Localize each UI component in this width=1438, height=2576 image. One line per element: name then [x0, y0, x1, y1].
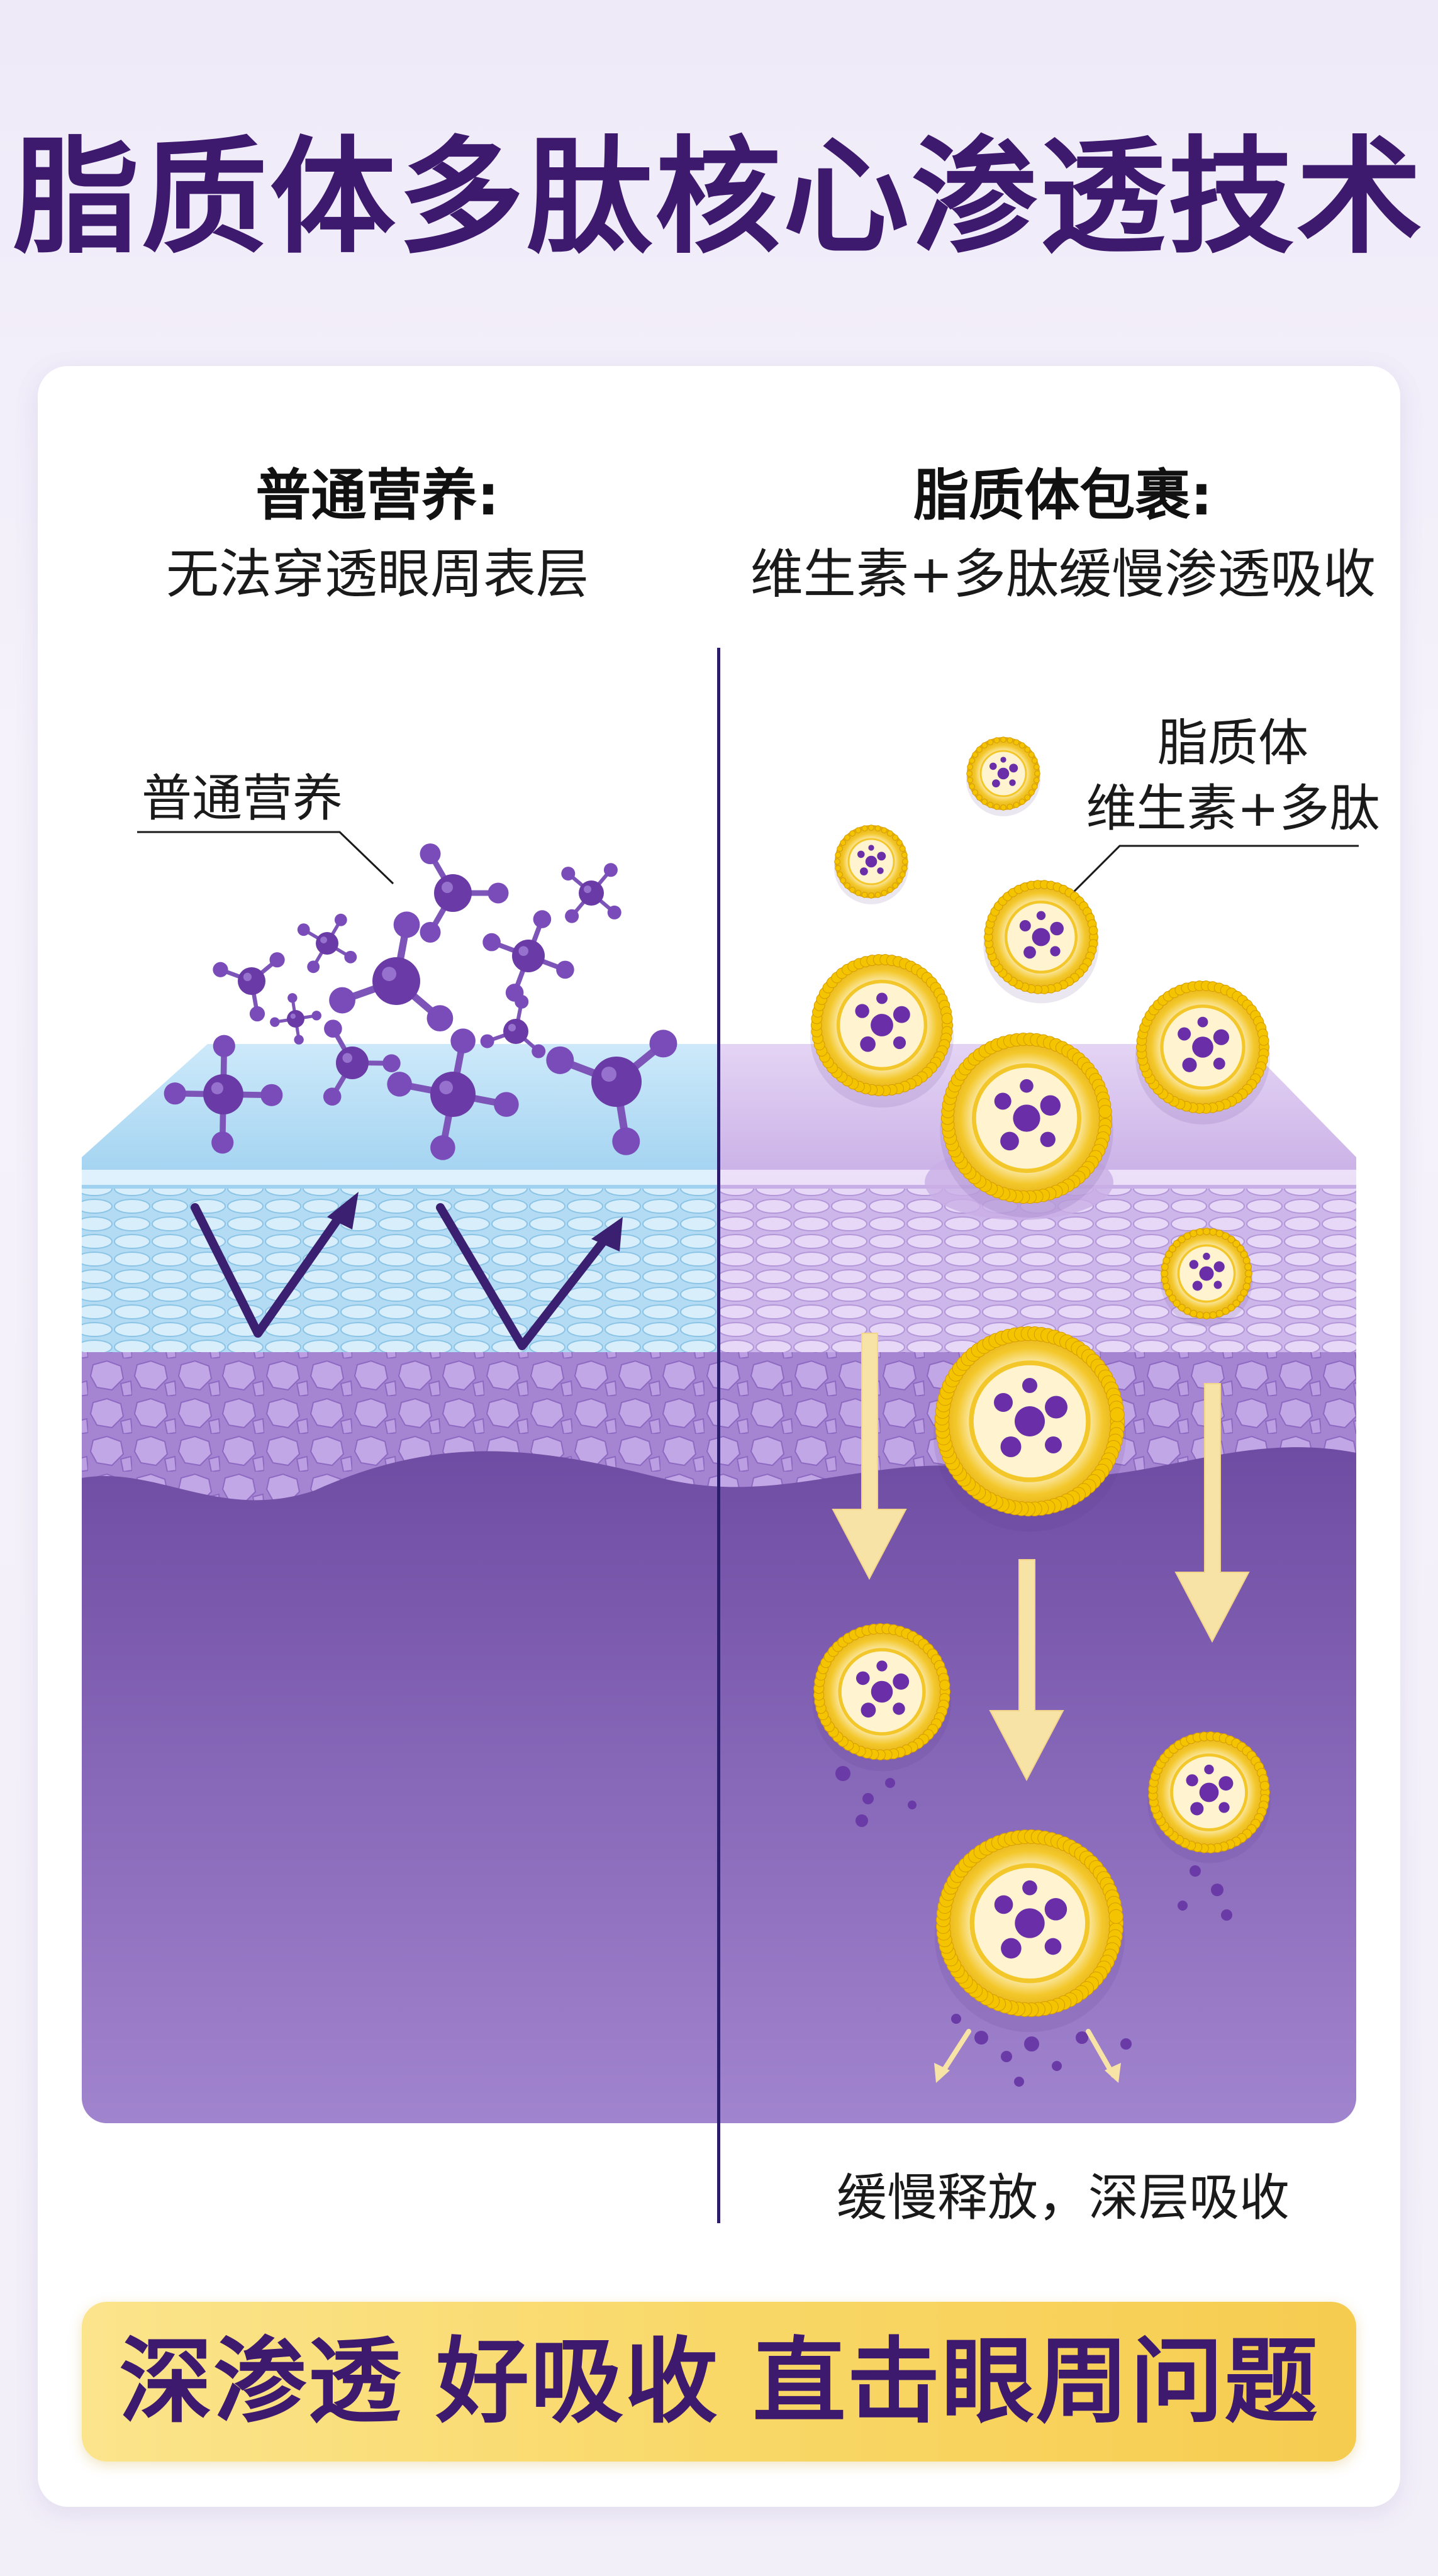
released-particles	[835, 1766, 1232, 2087]
bounce-arrow-icon	[191, 1203, 615, 1350]
right-column-header: 脂质体包裹: 维生素+多肽缓慢渗透吸收	[717, 461, 1409, 608]
liposome-icon	[934, 1326, 1126, 1532]
right-callout-label: 脂质体 维生素+多肽	[1057, 711, 1409, 841]
liposome-icon	[940, 1032, 1113, 1218]
liposome-icon	[833, 824, 909, 904]
molecule-icon	[387, 1028, 519, 1160]
molecule-icon	[480, 994, 546, 1058]
left-subheading: 无法穿透眼周表层	[165, 543, 589, 605]
liposome-icon	[812, 1623, 952, 1772]
molecule-icon	[482, 910, 574, 1002]
molecule-icon	[546, 1030, 677, 1155]
molecule-icon	[213, 952, 285, 1022]
molecule-icon	[297, 913, 357, 974]
molecule-icon	[164, 1035, 283, 1154]
left-heading: 普通营养:	[255, 463, 499, 528]
left-column-header: 普通营养: 无法穿透眼周表层	[63, 461, 692, 608]
left-callout-label: 普通营养	[142, 769, 343, 828]
right-heading: 脂质体包裹:	[913, 463, 1213, 528]
liposome-icon	[935, 1829, 1125, 2033]
liposome-group	[810, 736, 1271, 2033]
right-subheading: 维生素+多肽缓慢渗透吸收	[750, 543, 1376, 605]
liposome-icon	[810, 954, 954, 1108]
liposome-icon	[1160, 1228, 1253, 1327]
liposome-icon	[966, 736, 1041, 816]
molecule-group	[164, 843, 677, 1160]
blue-surface	[82, 1044, 719, 1189]
release-arrows	[938, 2029, 1116, 2078]
molecule-icon	[561, 863, 621, 923]
molecule-icon	[323, 1019, 401, 1106]
molecule-icon	[420, 843, 509, 943]
liposome-icon	[1147, 1731, 1271, 1863]
molecule-icon	[270, 993, 321, 1045]
center-divider	[717, 648, 720, 2223]
right-callout-line	[1049, 845, 1359, 916]
liposome-icon	[983, 880, 1099, 1004]
right-callout-line1: 脂质体	[1157, 714, 1308, 772]
page-title: 脂质体多肽核心渗透技术	[13, 125, 1425, 271]
blue-stratum-layer	[82, 1182, 719, 1352]
molecule-icon	[329, 911, 454, 1032]
liposome-icon	[1135, 980, 1271, 1124]
right-callout-line2: 维生素+多肽	[1086, 779, 1380, 838]
bottom-caption: 缓慢释放，深层吸收	[837, 2168, 1290, 2227]
bottom-banner: 深渗透 好吸收 直击眼周问题	[82, 2302, 1356, 2462]
down-arrow-icon	[832, 1333, 1250, 1782]
left-callout-line	[137, 831, 394, 885]
